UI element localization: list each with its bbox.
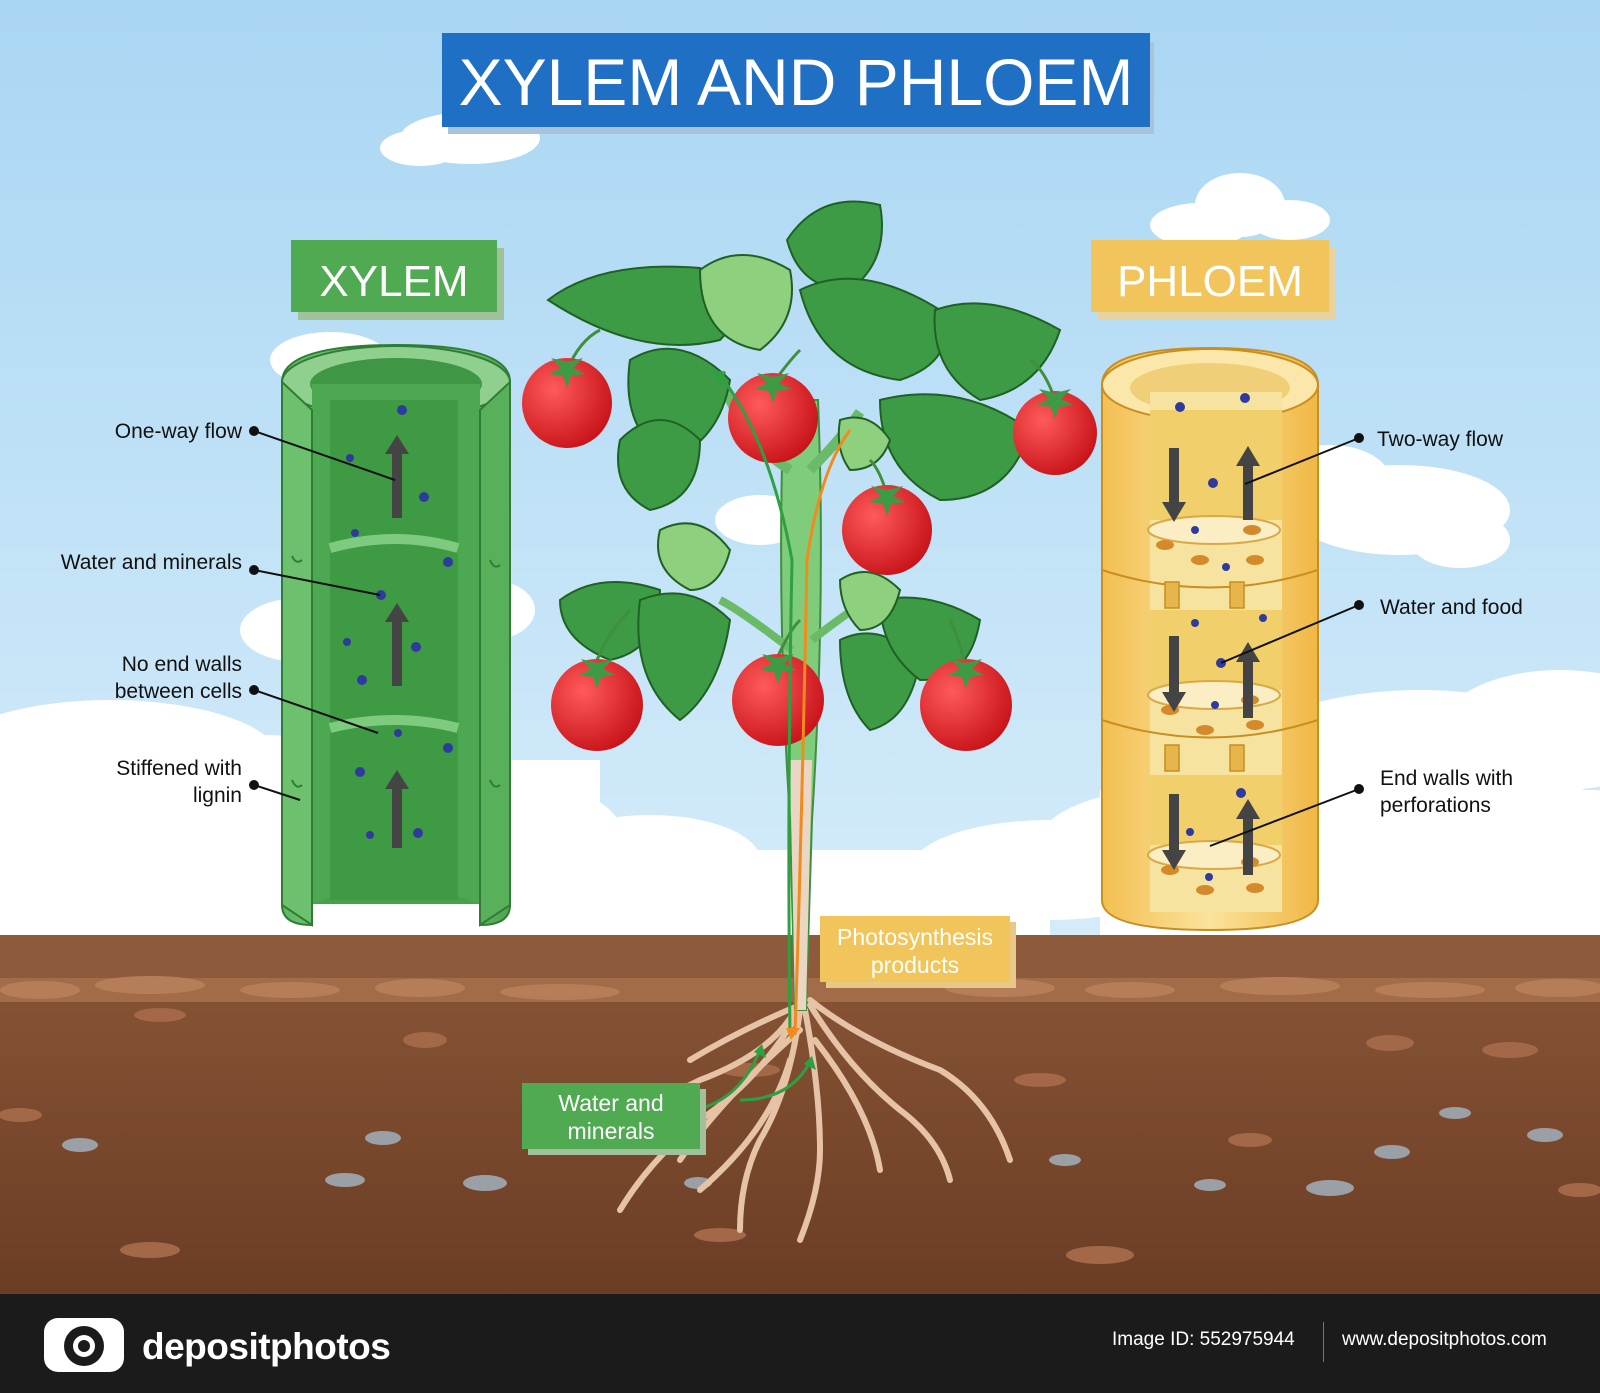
tomato [728,373,818,463]
label-no-end-walls-line1: No end walls [121,653,242,676]
xylem-vessel [281,343,511,927]
label-end-walls-line1: End walls with [1380,767,1514,790]
site-link[interactable]: www.depositphotos.com [1342,1329,1547,1350]
diagram-artwork: XYLEM AND PHLOEM XYLEM PHLOEM [0,0,1600,1294]
transport-flow-lines [694,370,852,1112]
label-one-way-flow: One-way flow [114,420,242,443]
label-end-walls-line2: perforations [1380,794,1491,817]
phloem-vessel [1101,346,1319,932]
label-stiffened-line2: lignin [192,784,242,807]
photosynthesis-label-line2: products [871,952,959,978]
xylem-heading: XYLEM [319,257,468,306]
xylem-pointers [249,426,396,801]
tomato [842,485,932,575]
water-minerals-label-line1: Water and [558,1090,663,1116]
plant-leaves [546,200,1062,732]
tomato [920,659,1012,751]
page-title: XYLEM AND PHLOEM [459,45,1134,119]
brand-name: depositphotos [142,1326,391,1367]
tomato [732,654,824,746]
tomato [551,659,643,751]
camera-icon [44,1318,124,1372]
label-no-end-walls-line2: between cells [114,680,242,703]
title-box [442,33,1150,127]
water-minerals-label-line2: minerals [568,1118,655,1144]
photosynthesis-label-line1: Photosynthesis [837,924,993,950]
tomato [1013,391,1097,475]
label-stiffened-line1: Stiffened with [116,757,242,780]
label-two-way-flow: Two-way flow [1377,428,1504,451]
footer-divider [1323,1322,1324,1362]
photosynthesis-box [820,916,1010,982]
footer-bar: depositphotos Image ID: 552975944 www.de… [0,1294,1600,1393]
brand-logo[interactable]: depositphotos [42,1316,402,1374]
xylem-heading-box [291,240,497,312]
phloem-pointers [1209,433,1364,847]
tomatoes [522,328,1097,751]
tomato [522,358,612,448]
phloem-heading-box [1091,240,1329,312]
image-id: Image ID: 552975944 [1112,1329,1295,1350]
phloem-heading: PHLOEM [1117,257,1303,306]
label-water-minerals: Water and minerals [60,551,242,574]
label-water-food: Water and food [1380,596,1523,619]
water-minerals-box [522,1083,700,1149]
